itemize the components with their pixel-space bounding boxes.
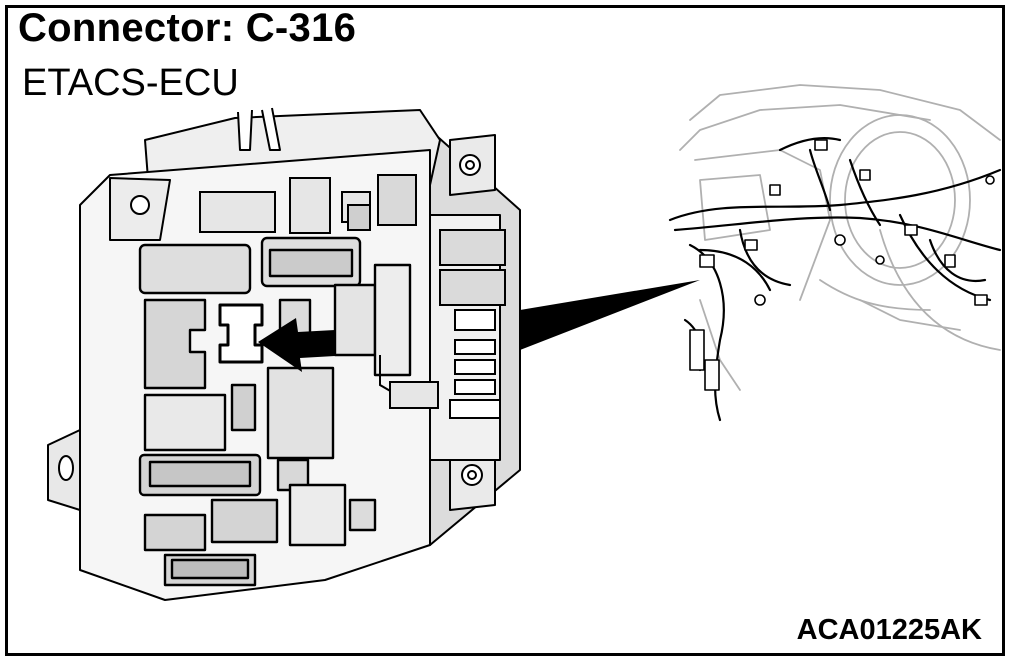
right-relay-slots bbox=[439, 229, 506, 419]
connector-title: Connector: C-316 bbox=[18, 6, 357, 50]
top-blocks bbox=[199, 174, 417, 234]
pigtail-wire bbox=[379, 355, 439, 409]
diagram-frame bbox=[5, 5, 1005, 656]
figure-code: ACA01225AK bbox=[796, 614, 982, 646]
callout-wedge bbox=[520, 280, 700, 350]
arrow-icon bbox=[258, 318, 335, 372]
dashboard-harness-sketch bbox=[668, 84, 1002, 422]
target-connector-c316 bbox=[218, 303, 264, 364]
connector-sockets bbox=[138, 236, 412, 587]
component-name: ETACS-ECU bbox=[22, 62, 239, 104]
